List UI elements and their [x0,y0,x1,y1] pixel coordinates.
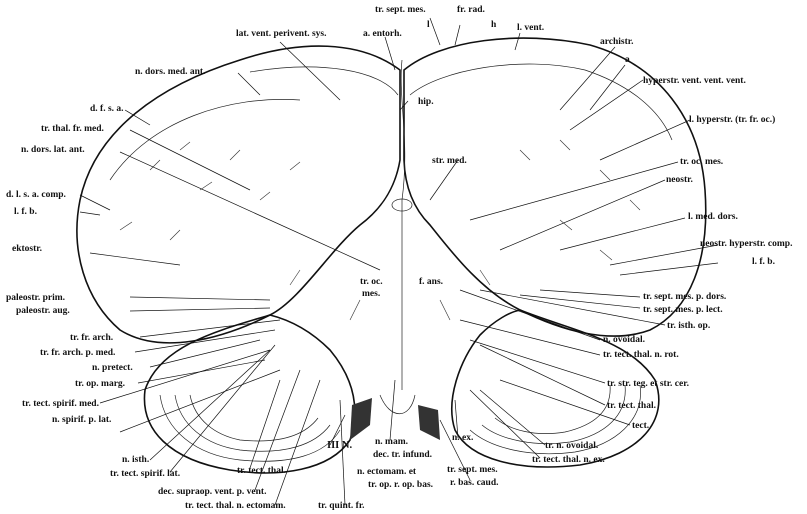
label-lat-vent-perivent-sys: lat. vent. perivent. sys. [236,29,327,39]
label-tr-sept-mes-p-lect: tr. sept. mes. p. lect. [643,305,723,315]
label-h: h [491,20,497,30]
label-paleostr-prim: paleostr. prim. [6,293,65,303]
right-basal-structure [418,405,440,440]
label-tr-oc-mes-right: tr. oc. mes. [680,157,723,167]
label-l-vent: l. vent. [517,23,544,33]
label-r-bas-caud: r. bas. caud. [450,478,498,488]
label-tr-quint-fr: tr. quint. fr. [318,501,365,511]
label-tr-isth-op: tr. isth. op. [667,321,710,331]
label-l-f-b-left: l. f. b. [14,207,37,217]
label-n-ovoidal: n. ovoidal. [603,335,645,345]
label-dec-tr-infund: dec. tr. infund. [373,450,432,460]
label-neostr: neostr. [666,175,693,185]
label-III-N: III N. [327,440,352,451]
label-tr-op-marg: tr. op. marg. [75,379,125,389]
label-tr-str-teg: tr. str. teg. et str. cer. [607,379,689,389]
label-tr-n-ovoidal: tr. n. ovoidal. [545,441,598,451]
label-str-med: str. med. [432,156,467,166]
label-d-f-s-a: d. f. s. a. [90,104,124,114]
label-l-f-b-right: l. f. b. [752,257,775,267]
label-n-pretect: n. pretect. [92,363,133,373]
label-archistr: archistr. [600,37,634,47]
label-hip: hip. [418,97,434,107]
label-tr-sept-mes-p-dors: tr. sept. mes. p. dors. [643,292,726,302]
label-f-ans: f. ans. [419,277,443,287]
label-n-ex: n. ex. [452,433,473,443]
label-l-hyperstr: l. hyperstr. (tr. fr. oc.) [689,114,775,125]
label-a-entorh: a. entorh. [363,29,402,39]
label-ektostr: ektostr. [12,244,42,254]
left-tectum-outline [144,315,354,473]
label-n-ectomam-et: n. ectomam. et [357,467,417,477]
leader-lines [80,18,718,505]
label-tr-sept-mes-top: tr. sept. mes. [375,5,426,15]
label-hyperstr-vent-vent-vent: hyperstr. vent. vent. vent. [643,76,746,86]
label-tr-fr-arch: tr. fr. arch. [70,333,113,343]
label-n-dors-med-ant: n. dors. med. ant. [135,67,205,77]
label-tr-fr-arch-p-med: tr. fr. arch. p. med. [40,348,115,358]
label-n-mam: n. mam. [375,437,408,447]
label-tr-op-r-op-bas: tr. op. r. op. bas. [368,480,433,490]
label-mes: mes. [362,289,380,299]
label-tr-tect-thal-left: tr. tect. thal. [237,466,286,476]
label-tr-tect-thal-n-rot: tr. tect. thal. n. rot. [603,350,679,360]
label-n-spirif-p-lat: n. spirif. p. lat. [52,415,111,425]
left-hemisphere-outline [77,46,400,343]
label-paleostr-aug: paleostr. aug. [16,306,70,316]
label-tect: tect. [632,421,649,431]
label-tr-oc: tr. oc. [360,277,383,287]
label-dec-supraop: dec. supraop. vent. p. vent. [158,487,266,497]
label-fr-rad: fr. rad. [457,5,485,15]
label-tr-thal-fr-med: tr. thal. fr. med. [41,124,104,134]
label-l: l [427,20,430,30]
label-tr-tect-thal-n-ex: tr. tect. thal. n. ex. [532,455,605,465]
label-tr-tect-spirif-lat: tr. tect. spirif. lat. [110,469,180,479]
label-tr-tect-spirif-med: tr. tect. spirif. med. [22,399,99,409]
label-tr-tect-thal-n-ectomam: tr. tect. thal. n. ectomam. [185,501,286,511]
label-tr-sept-mes-bottom: tr. sept. mes. [447,465,498,475]
label-neostr-hyperstr-comp: neostr. hyperstr. comp. [700,239,792,249]
label-n-dors-lat-ant: n. dors. lat. ant. [21,145,85,155]
label-l-med-dors: l. med. dors. [688,212,738,222]
label-a: a [625,55,630,65]
left-basal-structure [350,398,372,440]
label-d-l-s-a-comp: d. l. s. a. comp. [6,190,66,200]
label-n-isth: n. isth. [122,455,149,465]
label-tr-tect-thal-right: tr. tect. thal. [607,401,656,411]
